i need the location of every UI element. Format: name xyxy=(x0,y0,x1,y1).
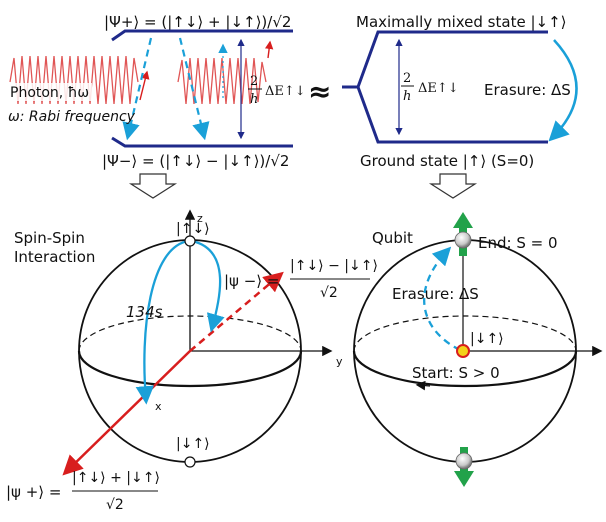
down-block-arrow-left xyxy=(128,173,178,199)
top-left-panel: |Ψ+⟩ = (|↑↓⟩ + |↓↑⟩)/√2 |Ψ−⟩ = (|↑↓⟩ − |… xyxy=(8,13,306,170)
photon-label: Photon, ħω xyxy=(10,85,89,101)
photon-label-backdrop xyxy=(8,83,92,101)
photon-absorb-arrow xyxy=(139,70,150,101)
equator-direction-arrow xyxy=(415,380,431,391)
right-bloch-sphere: Qubit End: S = 0 Erasure: ΔS |↓↑⟩ Start:… xyxy=(352,212,603,487)
psi-minus-numerator: |↑↓⟩ − |↓↑⟩ xyxy=(290,258,378,274)
lower-energy-level xyxy=(111,136,293,148)
energy-gap-right-delta: ΔE↑↓ xyxy=(418,81,459,96)
center-ket-label: |↓↑⟩ xyxy=(470,331,504,347)
mixed-state-level xyxy=(342,30,548,89)
ground-state-level xyxy=(356,86,548,144)
y-axis-label: y xyxy=(336,355,343,368)
bottom-ket-label: |↓↑⟩ xyxy=(176,436,210,452)
spin-up-arrow-head xyxy=(453,212,473,228)
end-state-label: End: S = 0 xyxy=(478,234,558,252)
photon-emit-arrow xyxy=(264,40,274,59)
x-axis-label: x xyxy=(155,400,162,413)
erasure-arrow-top xyxy=(548,39,578,142)
transition-arrow-down-right xyxy=(178,37,210,141)
energy-gap-numerator: 2 xyxy=(250,74,258,89)
x-axis-psi-plus xyxy=(62,350,191,476)
top-right-panel: Maximally mixed state |↓↑⟩ Ground state … xyxy=(342,13,578,170)
top-ket-label: |↑↓⟩ xyxy=(176,221,210,237)
qubit-title: Qubit xyxy=(372,229,413,247)
psi-plus-state-label: |Ψ+⟩ = (|↑↓⟩ + |↓↑⟩)/√2 xyxy=(104,13,291,31)
psi-minus-lhs: |ψ −⟩ = xyxy=(224,272,279,290)
left-equator-front xyxy=(77,350,303,388)
spin-spin-title-line1: Spin-Spin xyxy=(14,229,85,247)
erasure-path-arc xyxy=(423,246,461,352)
start-state-dot xyxy=(456,344,470,358)
psi-minus-axis xyxy=(189,271,284,352)
rabi-frequency-label: ω: Rabi frequency xyxy=(8,109,136,125)
psi-plus-denominator: √2 xyxy=(106,497,124,513)
right-equator-back xyxy=(353,315,577,352)
energy-gap-denominator: h xyxy=(250,92,258,107)
transition-arrow-down-left xyxy=(122,37,153,141)
psi-minus-state-label: |Ψ−⟩ = (|↑↓⟩ − |↓↑⟩)/√2 xyxy=(102,152,289,170)
south-pole-point xyxy=(184,456,196,468)
start-state-label: Start: S > 0 xyxy=(412,364,500,382)
energy-gap-right-numerator: 2 xyxy=(403,71,411,86)
psi-plus-lhs: |ψ +⟩ = xyxy=(6,483,61,501)
right-equator-front xyxy=(352,350,578,388)
rotation-arc-right xyxy=(191,239,225,333)
energy-gap-delta: ΔE↑↓ xyxy=(265,84,306,99)
z-axis-label: z xyxy=(197,212,203,225)
photon-wave-left xyxy=(9,55,139,105)
rotation-arc-left xyxy=(135,239,189,405)
erasure-label-sphere: Erasure: ΔS xyxy=(392,285,479,303)
psi-minus-denominator: √2 xyxy=(320,285,338,301)
spin-up-ball xyxy=(454,231,472,249)
mixed-state-label: Maximally mixed state |↓↑⟩ xyxy=(356,13,566,31)
left-bloch-sphere: z y x |↑↓⟩ |↓↑⟩ 134s Spin-Spin Interacti… xyxy=(6,209,378,513)
psi-plus-numerator: |↑↓⟩ + |↓↑⟩ xyxy=(72,470,160,486)
rotation-time-label: 134s xyxy=(126,303,163,321)
north-pole-point xyxy=(184,235,196,247)
down-block-arrow-right xyxy=(428,173,478,199)
upper-energy-level xyxy=(111,29,293,42)
energy-gap-right-denominator: h xyxy=(403,89,411,104)
ground-state-label: Ground state |↑⟩ (S=0) xyxy=(360,152,534,170)
spin-down-ball xyxy=(455,452,473,470)
approx-symbol: ≈ xyxy=(308,75,331,108)
spin-spin-title-line2: Interaction xyxy=(14,248,95,266)
spin-down-arrow-head xyxy=(454,471,474,487)
erasure-label-top: Erasure: ΔS xyxy=(484,81,571,99)
